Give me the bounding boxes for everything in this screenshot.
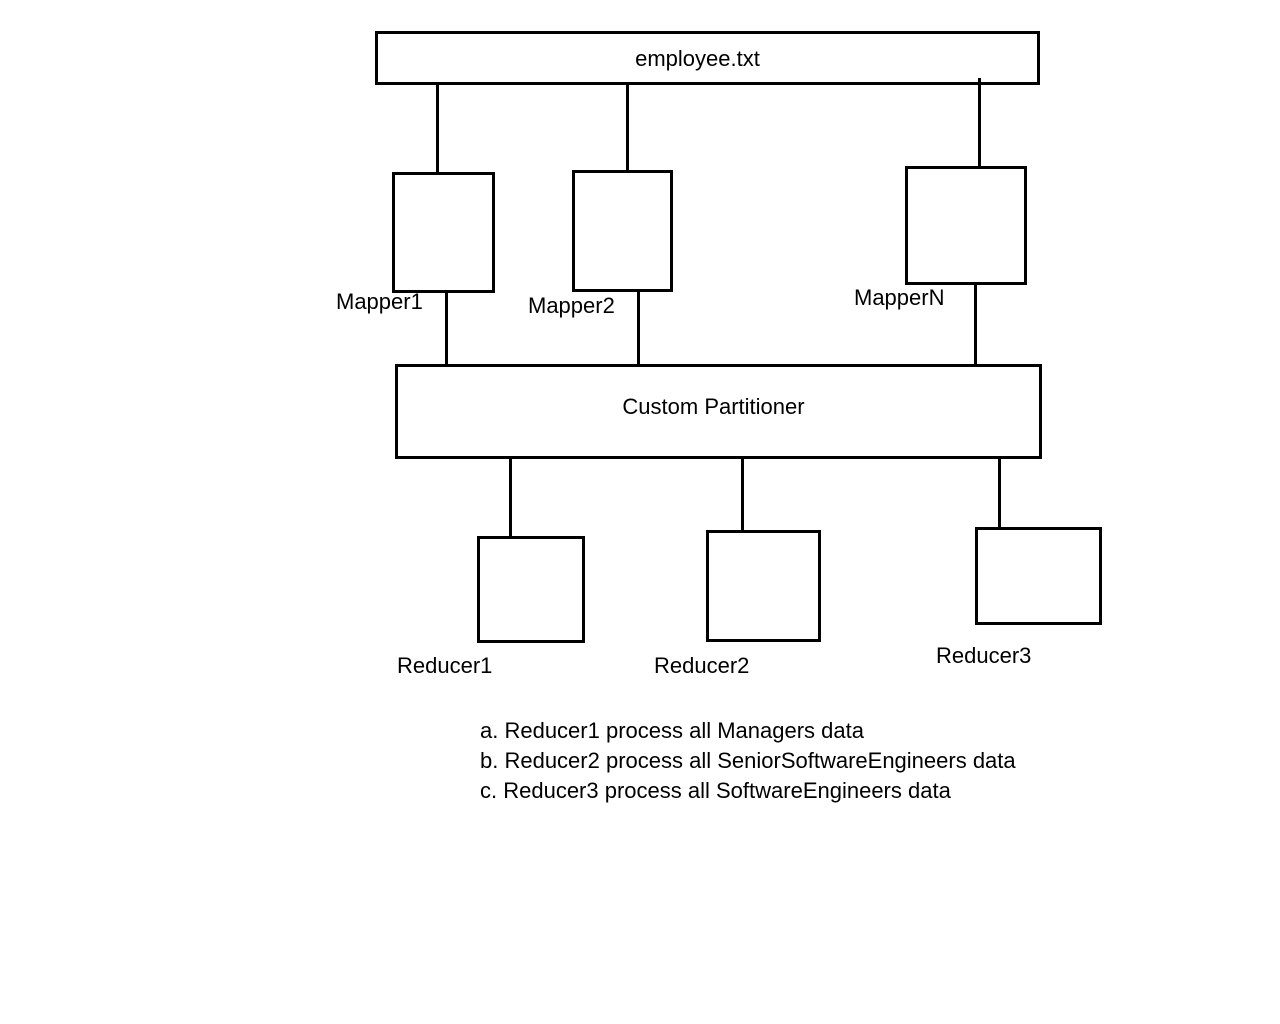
connector-partitioner-reducer3 — [998, 459, 1001, 528]
note-reducer2: b. Reducer2 process all SeniorSoftwareEn… — [480, 748, 1016, 773]
reducer1-box — [477, 536, 585, 643]
reducer3-label: Reducer3 — [936, 643, 1032, 668]
note-reducer1: a. Reducer1 process all Managers data — [480, 718, 864, 743]
reducer-notes-list: a. Reducer1 process all Managers data b.… — [480, 716, 1016, 806]
reducer2-box — [706, 530, 821, 642]
connector-mappern-partitioner — [974, 285, 977, 366]
mappern-label: MapperN — [854, 285, 945, 310]
connector-file-mapper2 — [626, 85, 629, 171]
note-reducer3: c. Reducer3 process all SoftwareEngineer… — [480, 778, 951, 803]
connector-partitioner-reducer1 — [509, 459, 512, 537]
mapper1-box — [392, 172, 495, 293]
mapper2-box — [572, 170, 673, 292]
reducer3-box — [975, 527, 1102, 625]
employee-file-box: employee.txt — [375, 31, 1040, 85]
connector-file-mappern — [978, 78, 981, 167]
mapper2-label: Mapper2 — [528, 293, 615, 318]
mapper1-label: Mapper1 — [336, 289, 423, 314]
mappern-box — [905, 166, 1027, 285]
custom-partitioner-label: Custom Partitioner — [622, 394, 805, 419]
connector-file-mapper1 — [436, 85, 439, 173]
connector-mapper1-partitioner — [445, 293, 448, 366]
connector-mapper2-partitioner — [637, 292, 640, 366]
employee-file-label: employee.txt — [635, 46, 760, 71]
reducer1-label: Reducer1 — [397, 653, 493, 678]
connector-partitioner-reducer2 — [741, 459, 744, 531]
reducer2-label: Reducer2 — [654, 653, 750, 678]
custom-partitioner-box: Custom Partitioner — [395, 364, 1042, 459]
